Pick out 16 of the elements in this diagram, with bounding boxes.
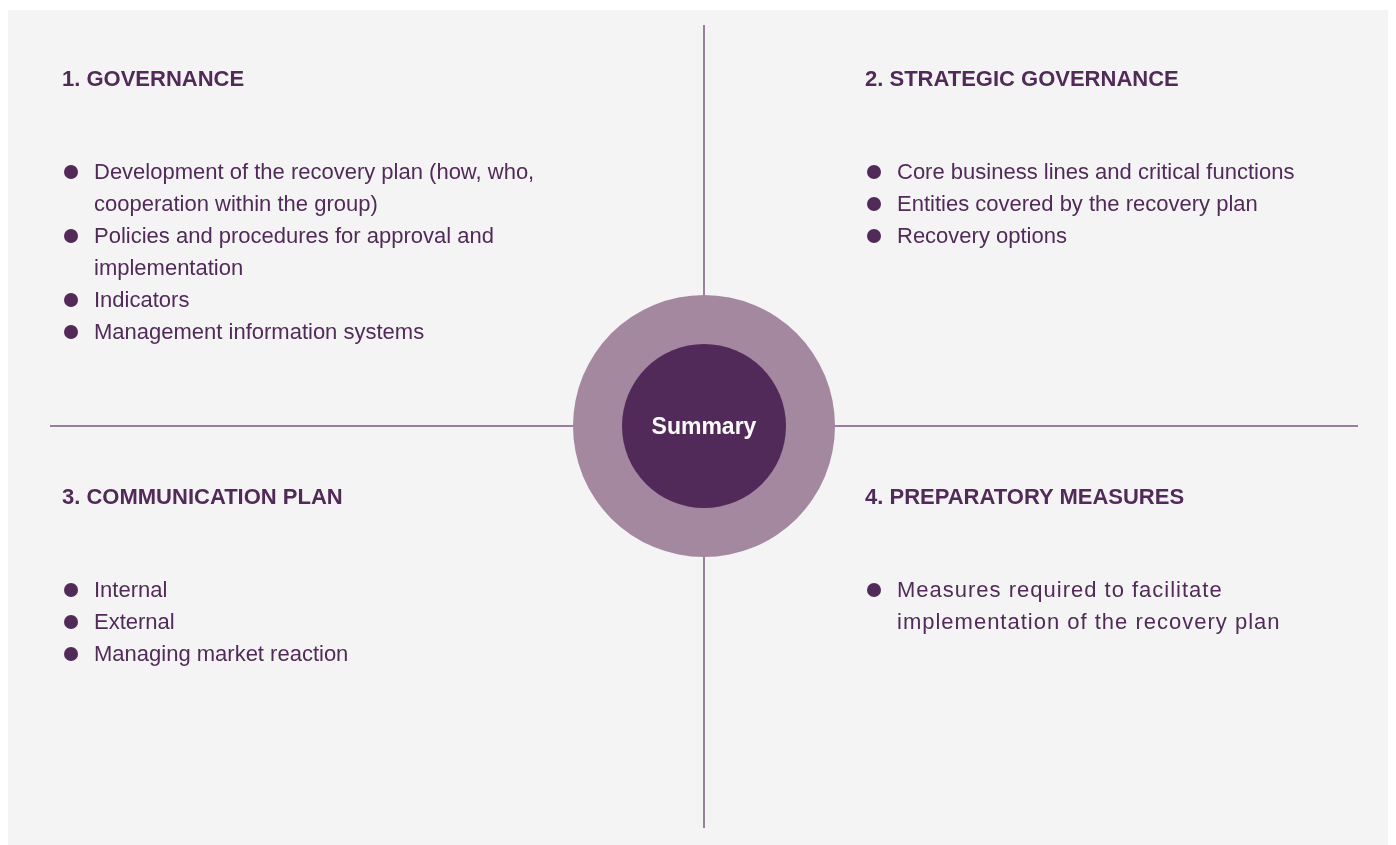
section-heading: 1. GOVERNANCE [62, 66, 246, 92]
section-heading: 3. COMMUNICATION PLAN [62, 484, 344, 510]
list-item-text: Development of the recovery plan (how, who, cooperation within the group) [94, 159, 535, 216]
list-item-text: Indicators [94, 287, 190, 312]
list-item-text: Core business lines and critical functions [897, 159, 1295, 184]
list-item-text: Measures required to facilitate implementation of the recovery plan [897, 577, 1281, 634]
list-item-text: Internal [94, 577, 168, 602]
list-item-text: Managing market reaction [94, 641, 349, 666]
section-heading: 2. STRATEGIC GOVERNANCE [865, 66, 1180, 92]
center-label: Summary [651, 412, 757, 440]
list-item-text: Policies and procedures for approval and implementation [94, 223, 494, 280]
list-item-text: Entities covered by the recovery plan [897, 191, 1258, 216]
list-item-text: Management information systems [94, 319, 425, 344]
list-item-text: External [94, 609, 175, 634]
list-item-text: Recovery options [897, 223, 1067, 248]
section-heading: 4. PREPARATORY MEASURES [865, 484, 1186, 510]
